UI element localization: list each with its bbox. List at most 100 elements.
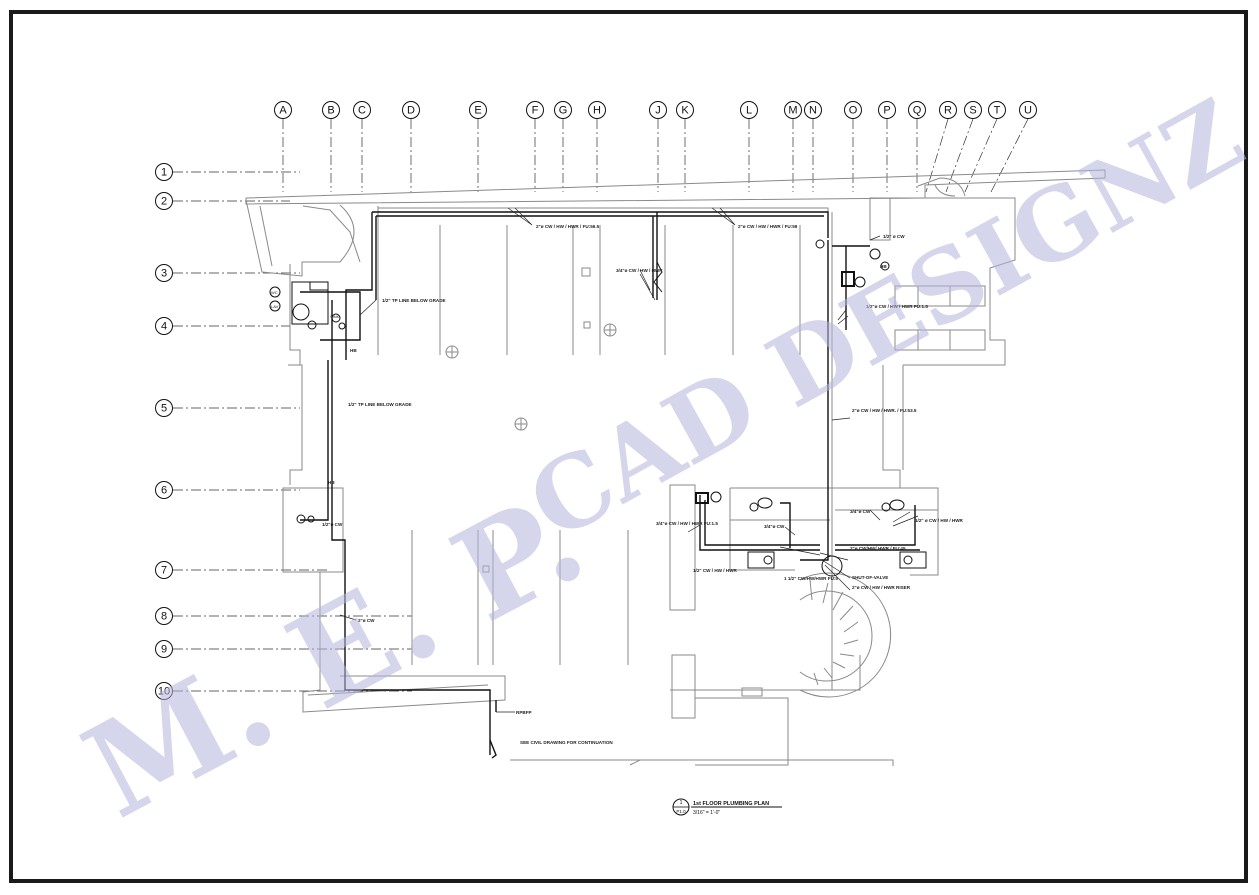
note-hb-3: HB [880,264,887,269]
drawing-title-block: 1 P1.0 1st FLOOR PLUMBING PLAN 3/16" = 1… [672,798,782,816]
grid-column-f: F [526,101,544,192]
grid-column-label: R [944,105,952,117]
grid-column-c: C [353,101,371,192]
grid-row-label: 4 [161,321,167,333]
grid-row-9: 9 [155,640,412,658]
grid-row-3: 3 [155,264,300,282]
grid-column-label: N [809,105,817,117]
note-valve: SHUT-OF-VALVE [852,575,888,580]
grid-column-u: U [990,101,1037,193]
grid-column-l: L [740,101,758,192]
title-sheet: P1.0 [676,809,686,814]
grid-row-label: 3 [161,268,167,280]
sheet-border [9,10,1248,883]
pipe-notes: 2"ø CW / HW / HWR / FU:56.5 2"ø CW / HW … [322,224,964,745]
grid-column-label: D [407,105,415,117]
grid-row-7: 7 [155,561,330,579]
note-cw-4: 3/4"ø CW [850,509,871,514]
watermark: M. E. P. CAD DESIGNZ [62,77,1259,847]
note-main-4: 2"ø CW/HW/ HWR / FU:45 [850,546,906,551]
drawing-scale: 3/16" = 1'-0" [693,810,720,816]
grid-row-label: 1 [161,167,167,179]
grid-column-label: T [994,105,1001,117]
note-branch-3: 3/4"ø CW / HW / HWR FU:1.5 [656,521,718,526]
note-civil: SEE CIVIL DRAWING FOR CONTINUATION [520,740,613,745]
fixture-tag-sink: SINK [330,314,340,319]
grid-column-label: O [849,105,858,117]
note-branch-4: 1/2" CW / HW / HWR [693,568,737,573]
grid-column-label: E [474,105,481,117]
grid-row-8: 8 [155,607,412,625]
watermark-line1: M. E. P. [62,463,607,848]
note-hb-1: HB [350,348,357,353]
note-branch-1: 1/2"ø CW / HW / HWR FU:1.5 [866,304,928,309]
grid-row-5: 5 [155,399,300,417]
grid-row-label: 9 [161,644,167,656]
plumbing-piping [300,211,920,759]
grid-column-a: A [274,101,292,192]
grid-column-q: Q [908,101,926,192]
grid-column-h: H [588,101,606,192]
note-backflow: RPBFP [516,710,532,715]
grid-row-6: 6 [155,481,300,499]
grid-column-d: D [402,101,420,192]
architectural-background [245,169,1106,766]
grid-row-label: 5 [161,403,167,415]
grid-column-label: M [788,105,797,117]
grid-column-label: J [655,105,661,117]
grid-column-j: J [649,101,667,192]
grid-column-b: B [322,101,340,192]
note-riser-1: 3/4"ø CW / HW / HWR [616,268,663,273]
grid-column-label: F [532,105,539,117]
note-main-2: 2"ø CW / HW / HWR / FU:59 [738,224,798,229]
grid-column-m: M [784,101,802,192]
grid-column-k: K [676,101,694,192]
grid-column-o: O [844,101,862,192]
grid-column-label: K [681,105,689,117]
grid-column-label: S [969,105,976,117]
plumbing-fixtures [269,239,927,577]
grid-column-t: T [964,101,1006,193]
note-tp-line-2: 1/2" TP LINE BELOW GRADE [348,402,412,407]
note-branch-5: 1 1/2" CW/HW/HWR FU:5 [784,576,838,581]
grid-column-label: L [746,105,752,117]
note-hb-2: HB [328,480,335,485]
fixture-tag-wc: WC [271,290,278,295]
title-number: 1 [679,800,682,806]
grid-row-label: 10 [158,686,170,698]
grid-row-label: 2 [161,196,167,208]
grid-column-label: P [883,105,890,117]
note-cw-2: 2"ø CW [358,618,375,623]
grid-column-g: G [554,101,572,192]
note-riser-2: 2"ø CW / HW / HWR RISER [852,585,911,590]
grid-column-label: G [559,105,568,117]
note-cw-3: 1/2" ø CW [883,234,905,239]
grid-column-r: R [925,101,957,193]
grid-row-4: 4 [155,317,290,335]
grid-column-e: E [469,101,487,192]
grid-column-label: U [1024,105,1032,117]
grid-column-label: B [327,105,334,117]
grid-column-label: A [279,105,287,117]
note-main-3: 2"ø CW / HW / HWR. / FU:53.5 [852,408,917,413]
grid-column-n: N [804,101,822,192]
note-cw-1: 1/2"ø CW [322,522,343,527]
grid-column-label: H [593,105,601,117]
grid-column-label: Q [913,105,922,117]
note-tp-line-1: 1/2" TP LINE BELOW GRADE [382,298,446,303]
grid-column-p: P [878,101,896,192]
fixture-tags: WC LAV SINK [271,290,340,319]
row-grid: 1 2 3 4 5 6 7 8 9 10 [155,163,412,700]
fixture-tag-lav: LAV [271,304,279,309]
grid-column-label: C [358,105,366,117]
grid-column-s: S [945,101,982,193]
grid-row-label: 8 [161,611,167,623]
drawing-title: 1st FLOOR PLUMBING PLAN [693,801,769,807]
note-cw-5: 3/4"ø CW [764,524,785,529]
note-main-1: 2"ø CW / HW / HWR / FU:56.5 [536,224,600,229]
grid-row-1: 1 [155,163,300,181]
watermark-line2: CAD DESIGNZ [511,77,1259,563]
grid-row-label: 6 [161,485,167,497]
